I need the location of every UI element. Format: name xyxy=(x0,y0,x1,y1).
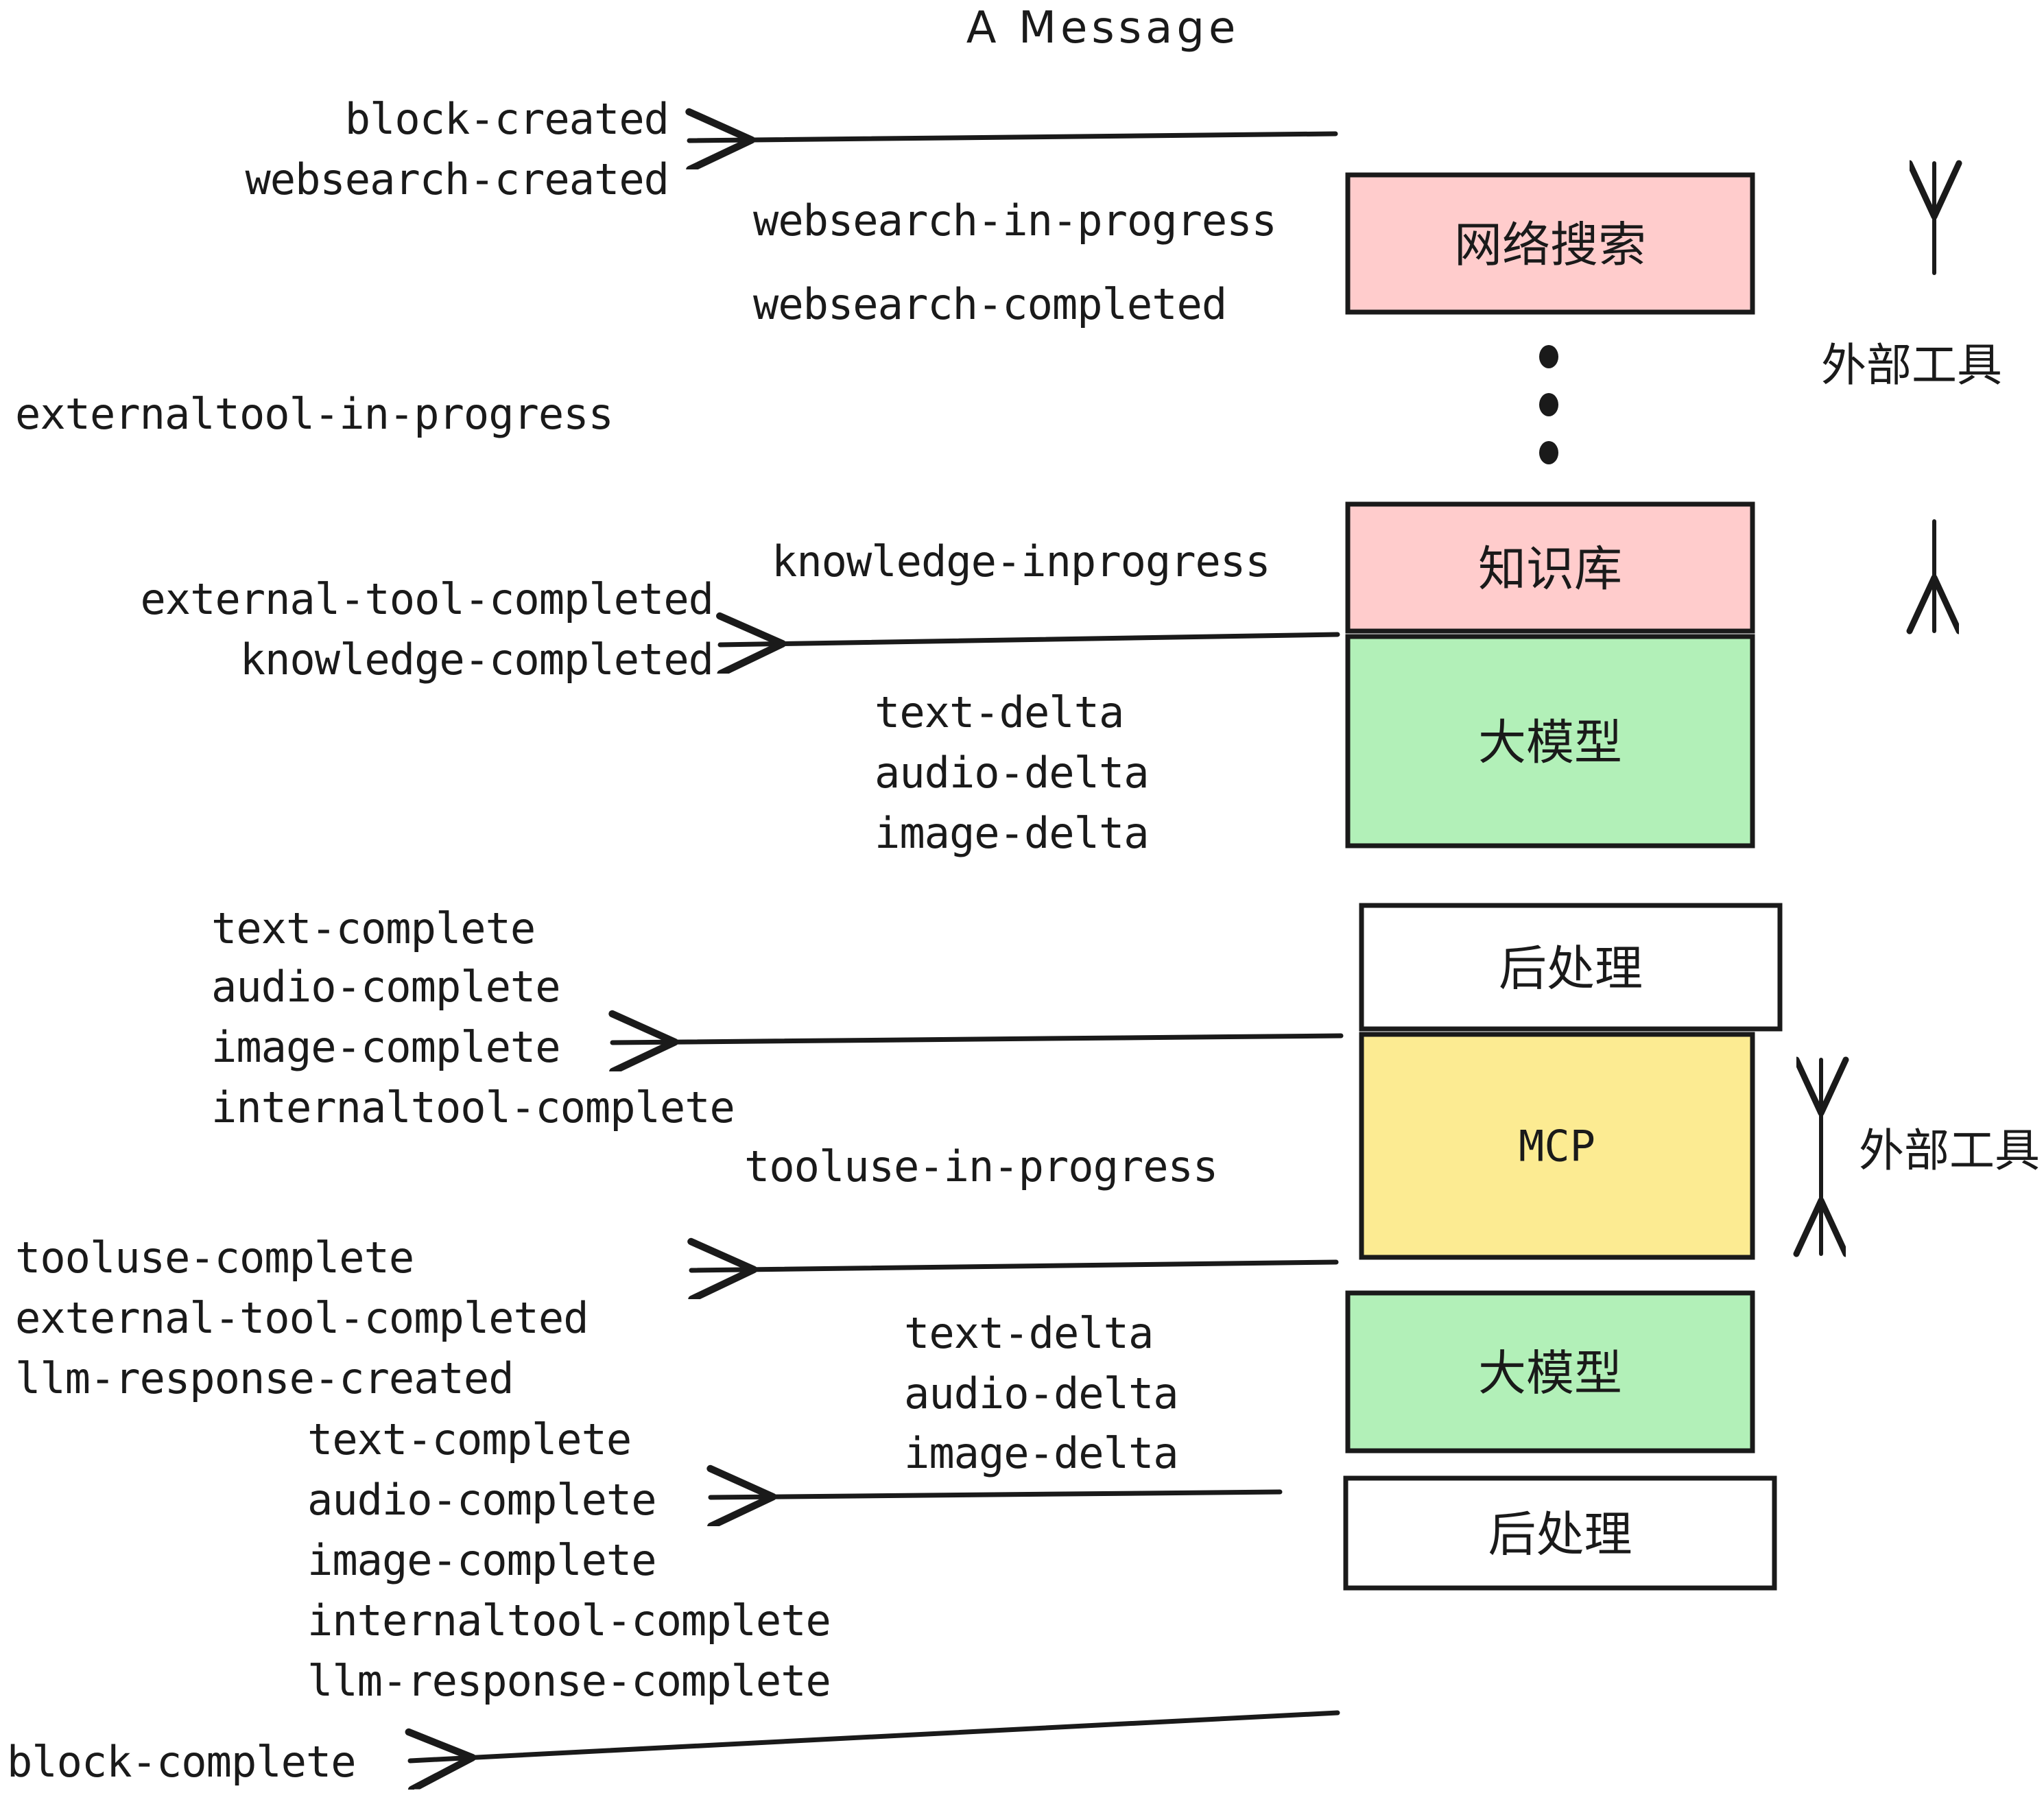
event-label: image-complete xyxy=(307,1535,656,1585)
event-label: image-complete xyxy=(211,1022,560,1072)
page-title: A Message xyxy=(966,3,1240,54)
node-box-mcp[interactable] xyxy=(1359,1032,1755,1260)
arrow-websearch-to-block xyxy=(689,134,1338,141)
event-group-tooluse-complete-group: tooluse-complete external-tool-completed l… xyxy=(15,1233,589,1403)
event-group-websearch-progress: websearch-in-progress websearch-completed xyxy=(753,195,1277,329)
arrow-mcp-to-left xyxy=(691,1262,1339,1270)
node-label-postproc-1: 后处理 xyxy=(1499,940,1643,997)
side-label-external-tools-bottom: 外部工具 xyxy=(1859,1124,2040,1177)
event-label: image-delta xyxy=(904,1428,1178,1478)
event-label: websearch-created xyxy=(245,154,669,204)
event-label: internaltool-complete xyxy=(211,1082,735,1132)
event-label: audio-delta xyxy=(875,748,1149,798)
span-arrow-group xyxy=(1821,163,1934,1254)
node-knowledge[interactable]: 知识库 xyxy=(1345,501,1755,634)
node-label-knowledge: 知识库 xyxy=(1478,541,1622,597)
node-websearch[interactable]: 网络搜索 xyxy=(1345,172,1755,315)
arrow-llm2-to-left xyxy=(711,1492,1283,1497)
event-group-knowledge-inprogress: knowledge-inprogress xyxy=(772,536,1271,586)
event-group-completes-1: text-complete audio-complete image-complet… xyxy=(211,903,735,1132)
arrow-group xyxy=(410,134,1344,1761)
node-label-postproc-2: 后处理 xyxy=(1488,1506,1632,1563)
event-label: text-delta xyxy=(904,1308,1153,1358)
side-label-external-tools-top: 外部工具 xyxy=(1821,339,2002,392)
node-postproc-2[interactable]: 后处理 xyxy=(1343,1475,1777,1591)
node-llm-1[interactable]: 大模型 xyxy=(1345,634,1755,848)
event-label: websearch-in-progress xyxy=(753,195,1276,246)
node-postproc-1[interactable]: 后处理 xyxy=(1359,903,1783,1032)
event-group-llm-deltas-2: text-delta audio-delta image-delta xyxy=(904,1308,1179,1478)
event-group-external-knowledge-completed: external-tool-completed knowledge-complet… xyxy=(140,574,714,685)
event-group-tooluse-in-progress: tooluse-in-progress xyxy=(744,1141,1218,1191)
diagram-title-group: A Message xyxy=(966,3,1240,54)
node-llm-2[interactable]: 大模型 xyxy=(1345,1290,1755,1453)
node-box-llm-2[interactable] xyxy=(1345,1290,1755,1453)
node-box-websearch[interactable] xyxy=(1345,172,1755,315)
event-label: text-delta xyxy=(875,687,1124,737)
event-label: audio-delta xyxy=(904,1368,1178,1419)
event-group-completes-2: text-complete audio-complete image-complet… xyxy=(307,1414,831,1706)
event-group-externaltool-in-progress: externaltool-in-progress xyxy=(15,389,614,439)
event-label: block-created xyxy=(345,94,669,144)
event-label: audio-complete xyxy=(307,1475,656,1525)
node-label-llm-1: 大模型 xyxy=(1478,715,1622,771)
event-label: externaltool-in-progress xyxy=(15,389,613,439)
event-group-block-websearch-created: block-created websearch-created xyxy=(245,94,669,204)
event-label: tooluse-in-progress xyxy=(744,1141,1217,1191)
event-label: websearch-completed xyxy=(753,279,1226,329)
event-label: audio-complete xyxy=(211,962,560,1012)
node-box-knowledge[interactable] xyxy=(1345,501,1755,634)
vertical-ellipsis xyxy=(1539,345,1558,464)
event-label: tooluse-complete xyxy=(15,1233,414,1283)
event-label: knowledge-inprogress xyxy=(772,536,1270,586)
event-label: external-tool-completed xyxy=(15,1293,589,1343)
ellipsis-dot-1 xyxy=(1539,345,1558,368)
ellipsis-dot-2 xyxy=(1539,393,1558,416)
event-label: text-complete xyxy=(307,1414,631,1464)
node-box-postproc-2[interactable] xyxy=(1343,1475,1777,1591)
arrow-postproc1-to-left xyxy=(613,1036,1344,1043)
node-box-postproc-1[interactable] xyxy=(1359,903,1783,1032)
arrow-knowledge-to-left xyxy=(720,634,1340,645)
event-label: image-delta xyxy=(875,808,1149,858)
event-label: external-tool-completed xyxy=(140,574,713,624)
node-label-llm-2: 大模型 xyxy=(1478,1345,1622,1401)
node-box-llm-1[interactable] xyxy=(1345,634,1755,848)
ellipsis-dot-3 xyxy=(1539,441,1558,464)
event-group-block-complete-group: block-complete xyxy=(7,1737,357,1787)
event-group-llm-deltas-1: text-delta audio-delta image-delta xyxy=(875,687,1150,858)
event-label: internaltool-complete xyxy=(307,1595,831,1646)
node-mcp[interactable]: MCP xyxy=(1359,1032,1755,1260)
event-label: llm-response-complete xyxy=(307,1656,831,1706)
event-label: knowledge-completed xyxy=(240,634,713,685)
event-label: llm-response-created xyxy=(15,1353,514,1403)
arrow-postproc2-to-left xyxy=(410,1710,1340,1761)
node-label-mcp: MCP xyxy=(1519,1121,1595,1172)
event-label: text-complete xyxy=(211,903,535,953)
node-label-websearch: 网络搜索 xyxy=(1454,217,1646,273)
event-label-group: block-created websearch-created websearch-… xyxy=(7,94,1277,1787)
event-label: block-complete xyxy=(7,1737,356,1787)
